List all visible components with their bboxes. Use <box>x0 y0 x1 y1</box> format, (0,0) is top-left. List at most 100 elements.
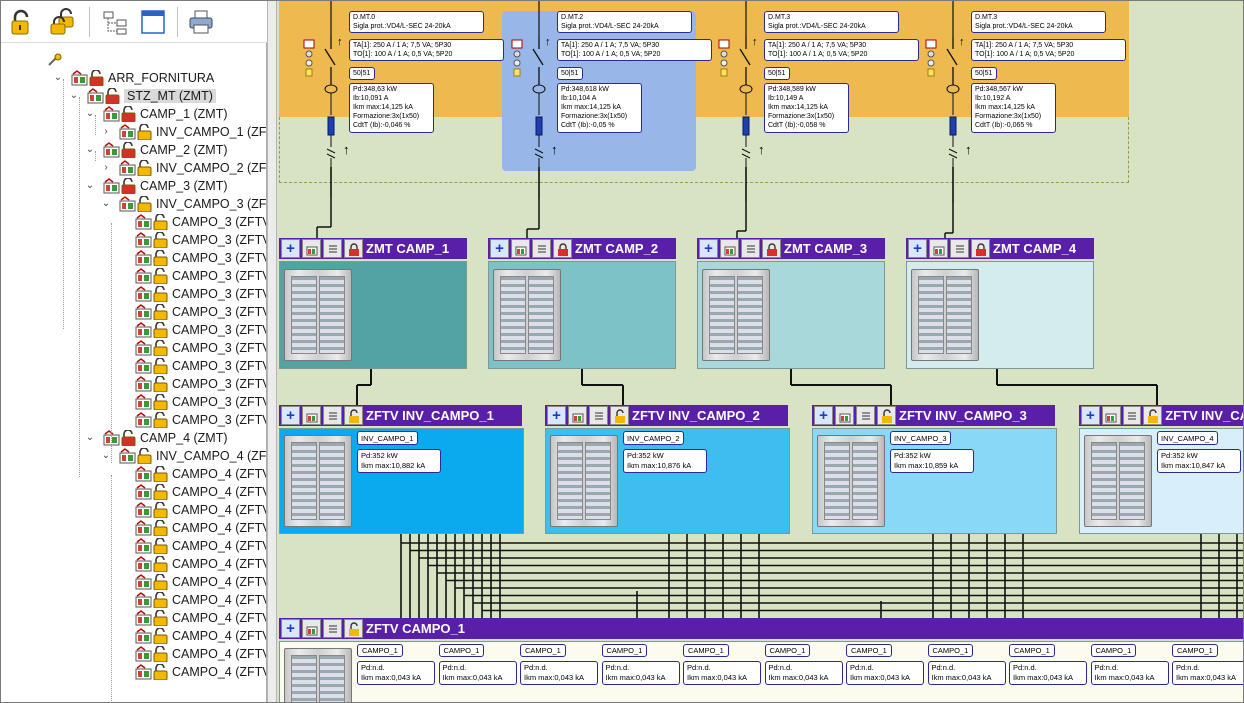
feeder-switchgear-symbol[interactable] <box>736 37 756 167</box>
project-tree[interactable]: ⌄ARR_FORNITURA⌄STZ_MT (ZMT)⌄CAMP_1 (ZMT)… <box>1 43 267 702</box>
string-box[interactable]: CAMPO_1 Pd:n.d. Ikm max:0,043 kA <box>1172 644 1243 686</box>
collapse-chevron-icon[interactable]: ⌄ <box>101 198 111 209</box>
collapse-chevron-icon[interactable]: ⌄ <box>53 72 63 83</box>
feeder-switchgear-symbol[interactable] <box>529 37 549 167</box>
feeder-ct-box[interactable]: TA[1]: 250 A / 1 A; 7,5 VA; 5P30 TO[1]: … <box>349 39 504 61</box>
panel-settings-icon[interactable] <box>929 239 948 258</box>
unlock-icon[interactable] <box>344 619 363 638</box>
unlock-icon[interactable] <box>344 406 363 425</box>
expand-chevron-icon[interactable]: › <box>104 126 108 137</box>
string-box[interactable]: CAMPO_1 Pd:n.d. Ikm max:0,043 kA <box>438 644 517 686</box>
unlock-icon[interactable] <box>610 406 629 425</box>
protection-relay-icon[interactable] <box>303 39 317 79</box>
feeder-cable-box[interactable]: Pd:348,618 kW Ib:10,104 A Ikm max:14,125… <box>557 83 642 133</box>
zmt-panel-header[interactable]: + ZMT CAMP_4 <box>906 238 1094 259</box>
collapse-chevron-icon[interactable]: ⌄ <box>69 90 79 101</box>
tree-node[interactable]: INV_CAMPO_3 (ZFTV) <box>119 195 266 213</box>
tree-node[interactable]: CAMPO_3 (ZFTV) <box>135 321 266 339</box>
tree-node[interactable]: CAMP_4 (ZMT) <box>103 429 228 447</box>
feeder-protection-box[interactable]: 50|51 <box>557 67 583 80</box>
tree-node[interactable]: CAMPO_4 (ZFTV) <box>135 501 266 519</box>
tree-node[interactable]: CAMPO_3 (ZFTV) <box>135 411 266 429</box>
inverter-tag[interactable]: INV_CAMPO_1 <box>357 431 418 445</box>
add-icon[interactable]: + <box>281 619 300 638</box>
inverter-tag[interactable]: INV_CAMPO_3 <box>890 431 951 445</box>
tree-node[interactable]: CAMPO_4 (ZFTV) <box>135 591 266 609</box>
lock-icon[interactable] <box>762 239 781 258</box>
panel-settings-icon[interactable] <box>1101 406 1121 425</box>
tree-node[interactable]: INV_CAMPO_1 (ZFTV) <box>119 123 266 141</box>
list-icon[interactable] <box>1122 406 1142 425</box>
string-box[interactable]: CAMPO_1 Pd:n.d. Ikm max:0,043 kA <box>357 644 435 686</box>
feeder-cable-box[interactable]: Pd:348,567 kW Ib:10,192 A Ikm max:14,125… <box>971 83 1056 133</box>
tree-node[interactable] <box>47 51 68 69</box>
zmt-panel-header[interactable]: + ZMT CAMP_2 <box>488 238 676 259</box>
inverter-values-box[interactable]: Pd:352 kW Ikm max:10,876 kA <box>623 449 707 473</box>
tree-node[interactable]: CAMPO_4 (ZFTV) <box>135 519 266 537</box>
string-box[interactable]: CAMPO_1 Pd:n.d. Ikm max:0,043 kA <box>520 644 598 686</box>
tree-node[interactable]: INV_CAMPO_4 (ZFTV) <box>119 447 266 465</box>
expand-chevron-icon[interactable]: › <box>104 162 108 173</box>
panel-settings-icon[interactable] <box>302 239 321 258</box>
tree-node[interactable]: CAMP_3 (ZMT) <box>103 177 228 195</box>
protection-relay-icon[interactable] <box>511 39 525 79</box>
unlock-icon[interactable] <box>877 406 896 425</box>
protection-relay-icon[interactable] <box>718 39 732 79</box>
tree-node[interactable]: CAMP_1 (ZMT) <box>103 105 228 123</box>
protection-relay-icon[interactable] <box>925 39 939 79</box>
feeder-ct-box[interactable]: TA[1]: 250 A / 1 A; 7,5 VA; 5P30 TO[1]: … <box>971 39 1126 61</box>
inverter-values-box[interactable]: Pd:352 kW Ikm max:10,859 kA <box>890 449 974 473</box>
list-icon[interactable] <box>323 406 342 425</box>
tree-node[interactable]: CAMPO_4 (ZFTV) <box>135 483 266 501</box>
unlock-icon[interactable] <box>1143 406 1163 425</box>
add-icon[interactable]: + <box>547 406 566 425</box>
unlock-icon[interactable] <box>7 6 39 38</box>
string-box[interactable]: CAMPO_1 Pd:n.d. Ikm max:0,043 kA <box>846 644 924 686</box>
string-box[interactable]: CAMPO_1 Pd:n.d. Ikm max:0,043 kA <box>764 644 843 686</box>
feeder-ct-box[interactable]: TA[1]: 250 A / 1 A; 7,5 VA; 5P30 TO[1]: … <box>557 39 712 61</box>
unlock-multi-icon[interactable] <box>47 6 79 38</box>
list-icon[interactable] <box>532 239 551 258</box>
panel-settings-icon[interactable] <box>720 239 739 258</box>
feeder-ct-box[interactable]: TA[1]: 250 A / 1 A; 7,5 VA; 5P30 TO[1]: … <box>764 39 919 61</box>
collapse-chevron-icon[interactable]: ⌄ <box>85 108 95 119</box>
panel-settings-icon[interactable] <box>568 406 587 425</box>
tree-node[interactable]: CAMPO_3 (ZFTV) <box>135 303 266 321</box>
tree-node[interactable]: CAMPO_3 (ZFTV) <box>135 267 266 285</box>
tree-node[interactable]: CAMPO_3 (ZFTV) <box>135 249 266 267</box>
zftv-panel-header[interactable]: + ZFTV INV_CA <box>1079 405 1243 426</box>
tree-node[interactable]: CAMPO_4 (ZFTV) <box>135 555 266 573</box>
list-icon[interactable] <box>323 239 342 258</box>
inverter-values-box[interactable]: Pd:352 kW Ikm max:10,847 kA <box>1157 449 1241 473</box>
panel-splitter[interactable] <box>267 1 277 702</box>
tree-node[interactable]: CAMPO_4 (ZFTV) <box>135 645 266 663</box>
inverter-tag[interactable]: INV_CAMPO_4 <box>1157 431 1218 445</box>
feeder-name-box[interactable]: D.MT.2 Sigla prot.:VD4/L-SEC 24-20kA <box>557 11 692 33</box>
tree-node[interactable]: CAMPO_3 (ZFTV) <box>135 393 266 411</box>
panel-settings-icon[interactable] <box>302 619 321 638</box>
add-icon[interactable]: + <box>490 239 509 258</box>
feeder-protection-box[interactable]: 50|51 <box>764 67 790 80</box>
zmt-panel-header[interactable]: + ZMT CAMP_3 <box>697 238 885 259</box>
tree-node[interactable]: CAMPO_3 (ZFTV) <box>135 213 266 231</box>
feeder-cable-box[interactable]: Pd:348,589 kW Ib:10,149 A Ikm max:14,125… <box>764 83 849 133</box>
list-icon[interactable] <box>741 239 760 258</box>
collapse-chevron-icon[interactable]: ⌄ <box>85 432 95 443</box>
list-icon[interactable] <box>856 406 875 425</box>
tree-layout-icon[interactable] <box>99 6 131 38</box>
string-box[interactable]: CAMPO_1 Pd:n.d. Ikm max:0,043 kA <box>927 644 1006 686</box>
tree-node[interactable]: INV_CAMPO_2 (ZFTV) <box>119 159 266 177</box>
add-icon[interactable]: + <box>281 406 300 425</box>
add-icon[interactable]: + <box>281 239 300 258</box>
feeder-protection-box[interactable]: 50|51 <box>971 67 997 80</box>
tree-node[interactable]: ARR_FORNITURA <box>71 69 214 87</box>
collapse-chevron-icon[interactable]: ⌄ <box>85 180 95 191</box>
tree-node[interactable]: CAMPO_4 (ZFTV) <box>135 627 266 645</box>
tree-node[interactable]: CAMPO_3 (ZFTV) <box>135 285 266 303</box>
tree-node[interactable]: CAMPO_3 (ZFTV) <box>135 339 266 357</box>
string-box[interactable]: CAMPO_1 Pd:n.d. Ikm max:0,043 kA <box>683 644 761 686</box>
feeder-switchgear-symbol[interactable] <box>321 37 341 167</box>
list-icon[interactable] <box>323 619 342 638</box>
tree-node[interactable]: CAMPO_4 (ZFTV) <box>135 537 266 555</box>
panel-settings-icon[interactable] <box>302 406 321 425</box>
